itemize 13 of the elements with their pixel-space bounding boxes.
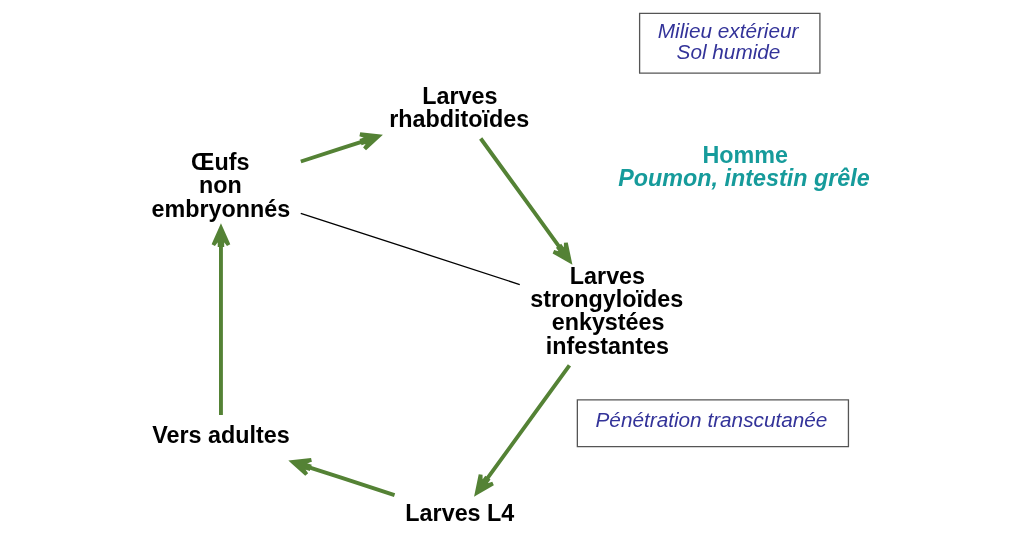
- node-text: Vers adultes: [152, 422, 290, 449]
- node-text: Larves strongyloïdes enkystées infestantes: [530, 262, 684, 359]
- arrow: [290, 458, 396, 497]
- node-text: Œufs non embryonnés: [151, 148, 291, 222]
- node-box: Pénétration transcutanée: [576, 399, 850, 448]
- arrow: [474, 364, 572, 495]
- arrow: [300, 132, 381, 164]
- connector: [300, 212, 521, 286]
- node-text: Larves rhabditoïdes: [389, 82, 530, 133]
- arrow: [479, 137, 572, 263]
- arrow: [211, 226, 231, 415]
- node-text: Larves L4: [405, 499, 515, 526]
- node-box: Milieu extérieur Sol humide: [638, 12, 821, 74]
